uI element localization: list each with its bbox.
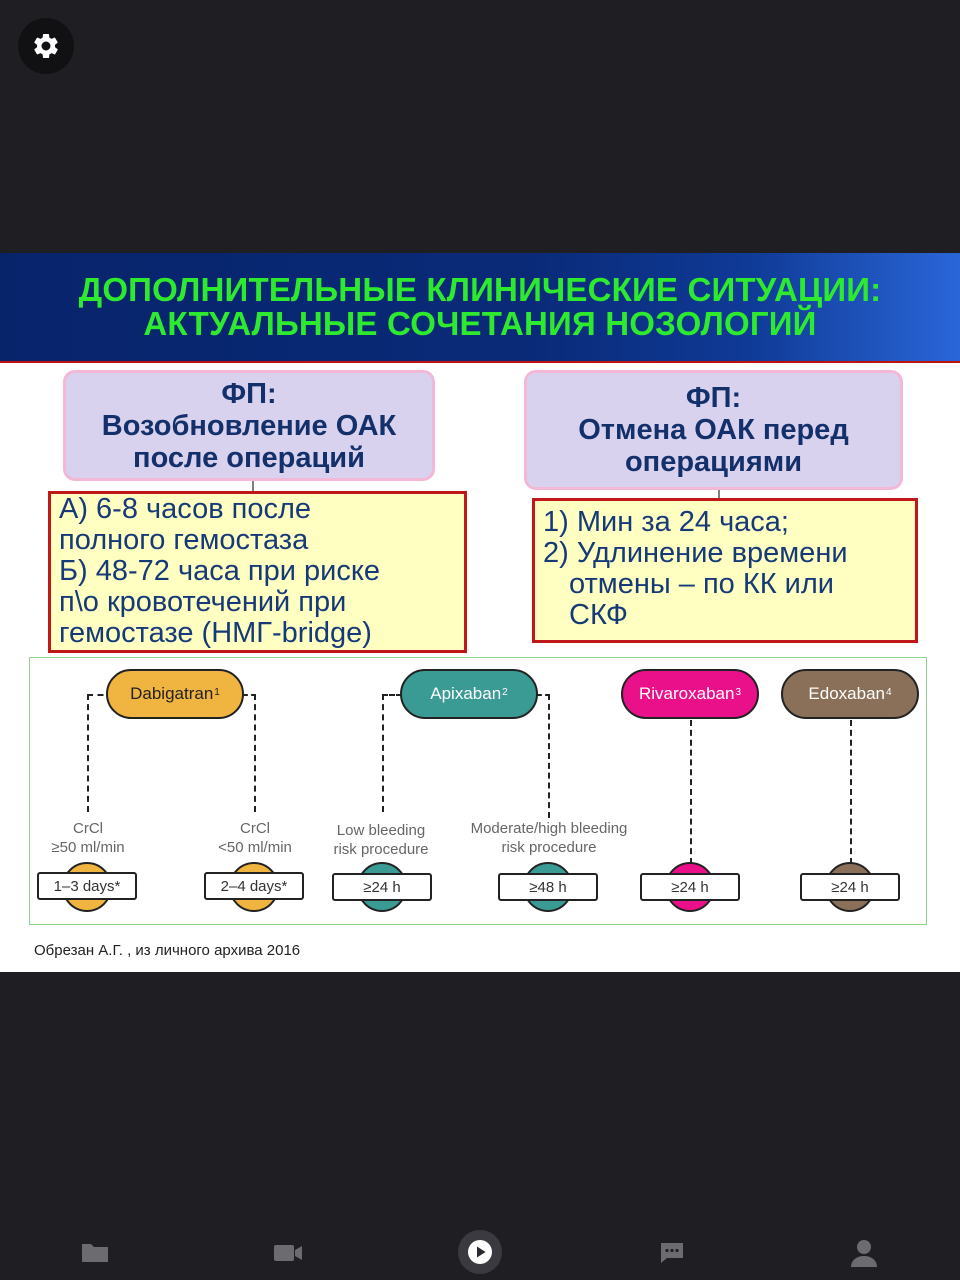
duration-label: 2–4 days* — [204, 872, 304, 900]
dashed-connector — [87, 694, 89, 812]
gear-icon — [34, 33, 58, 58]
presentation-slide: ДОПОЛНИТЕЛЬНЫЕ КЛИНИЧЕСКИЕ СИТУАЦИИ: АКТ… — [0, 253, 960, 972]
duration-label: ≥24 h — [800, 873, 900, 901]
stop-timing-line: СКФ — [569, 599, 628, 631]
condition-label: CrCl <50 ml/min — [160, 819, 350, 857]
duration-label: ≥48 h — [498, 873, 598, 901]
stop-timing-line: отмены – по КК или — [569, 568, 834, 600]
condition-line: ≥50 ml/min — [51, 839, 125, 856]
drug-ref: 2 — [502, 686, 508, 698]
person-icon — [851, 1240, 877, 1267]
drug-label: Dabigatran — [130, 684, 214, 703]
condition-label: Moderate/high bleeding risk procedure — [454, 819, 644, 857]
folder-icon — [82, 1244, 108, 1262]
dashed-connector — [254, 694, 256, 812]
play-button[interactable] — [458, 1230, 502, 1274]
dashed-connector — [243, 694, 256, 696]
dashed-connector — [382, 694, 402, 696]
connector — [252, 481, 254, 491]
resume-oac-line: Возобновление ОАК — [101, 409, 397, 442]
stop-oac-box: ФП: Отмена ОАК перед операциями — [524, 370, 903, 490]
dashed-connector — [850, 720, 852, 864]
drug-ref: 1 — [214, 686, 220, 698]
condition-label: Low bleeding risk procedure — [286, 821, 476, 859]
condition-line: <50 ml/min — [218, 839, 292, 856]
stop-oac-line: ФП: — [685, 382, 742, 414]
source-citation: Обрезан А.Г. , из личного архива 2016 — [34, 942, 301, 959]
chat-button[interactable] — [650, 1231, 694, 1275]
slide-title-line1: ДОПОЛНИТЕЛЬНЫЕ КЛИНИЧЕСКИЕ СИТУАЦИИ: — [78, 271, 882, 308]
condition-line: Low bleeding — [336, 822, 426, 839]
drug-ref: 3 — [735, 686, 741, 698]
slide-title-line2: АКТУАЛЬНЫЕ СОЧЕТАНИЯ НОЗОЛОГИЙ — [143, 305, 817, 342]
resume-timing-line: А) 6-8 часов после — [59, 493, 312, 525]
duration-label: ≥24 h — [640, 873, 740, 901]
resume-oac-line: после операций — [133, 441, 365, 474]
stop-oac-line: операциями — [624, 446, 803, 478]
condition-line: CrCl — [73, 820, 103, 837]
duration-label: 1–3 days* — [37, 872, 137, 900]
stop-oac-line: Отмена ОАК перед — [578, 414, 849, 446]
connector — [718, 490, 720, 500]
settings-button[interactable] — [18, 18, 74, 74]
resume-oac-line: ФП: — [221, 377, 277, 410]
stop-timing-box: 1) Мин за 24 часа; 2) Удлинение времени … — [532, 498, 918, 643]
condition-line: CrCl — [240, 820, 270, 837]
resume-oac-box: ФП: Возобновление ОАК после операций — [63, 370, 435, 481]
stop-timing-line: 2) Удлинение времени — [543, 537, 848, 569]
resume-timing-box: А) 6-8 часов после полного гемостаза Б) … — [48, 491, 467, 653]
bottom-toolbar — [0, 1225, 960, 1280]
dashed-connector — [690, 720, 692, 864]
resume-timing-line: гемостазе (НМГ-bridge) — [59, 617, 372, 649]
condition-label: CrCl ≥50 ml/min — [0, 819, 183, 857]
drug-label: Edoxaban — [808, 684, 885, 703]
slide-header: ДОПОЛНИТЕЛЬНЫЕ КЛИНИЧЕСКИЕ СИТУАЦИИ: АКТ… — [0, 253, 960, 363]
dashed-connector — [537, 694, 550, 696]
resume-timing-line: полного гемостаза — [59, 524, 309, 556]
condition-line: Moderate/high bleeding — [470, 820, 628, 837]
video-camera-icon — [274, 1245, 302, 1261]
play-icon — [468, 1240, 492, 1264]
dashed-connector — [548, 694, 550, 818]
resume-timing-line: Б) 48-72 часа при риске — [59, 555, 380, 587]
chat-icon — [661, 1243, 683, 1263]
drug-label: Apixaban — [430, 684, 502, 703]
resume-timing-line: п\о кровотечений при — [59, 586, 347, 618]
drug-label: Rivaroxaban — [638, 684, 735, 703]
condition-line: risk procedure — [333, 841, 429, 858]
dashed-connector — [382, 694, 384, 812]
profile-button[interactable] — [842, 1231, 886, 1275]
duration-label: ≥24 h — [332, 873, 432, 901]
files-button[interactable] — [73, 1231, 117, 1275]
condition-line: risk procedure — [501, 839, 597, 856]
video-button[interactable] — [266, 1231, 310, 1275]
stop-timing-line: 1) Мин за 24 часа; — [543, 506, 789, 538]
drug-ref: 4 — [886, 686, 892, 698]
